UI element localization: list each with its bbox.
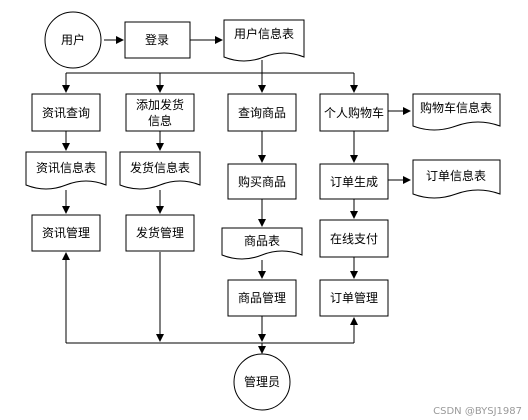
cart-table-label: 购物车信息表	[420, 100, 492, 115]
online-pay-node: 在线支付	[319, 219, 389, 258]
login-node: 登录	[124, 21, 191, 59]
user-table-node: 用户信息表	[223, 19, 305, 62]
login-label: 登录	[145, 32, 169, 47]
admin-node: 管理员	[233, 353, 291, 411]
personal-cart-label: 个人购物车	[324, 105, 384, 120]
goods-table-label: 商品表	[244, 233, 280, 248]
add-shipping-label-line2: 信息	[148, 113, 172, 128]
buy-goods-label: 购买商品	[238, 174, 286, 189]
news-table-node: 资讯信息表	[25, 151, 107, 190]
news-table-label: 资讯信息表	[36, 160, 96, 175]
online-pay-label: 在线支付	[330, 232, 378, 246]
connectors	[62, 36, 411, 354]
order-table-node: 订单信息表	[412, 159, 501, 199]
admin-label: 管理员	[244, 374, 280, 389]
user-label: 用户	[61, 32, 85, 47]
cart-table-node: 购物车信息表	[412, 93, 501, 131]
shipping-table-label: 发货信息表	[130, 160, 190, 175]
add-shipping-node: 添加发货 信息	[125, 93, 195, 132]
goods-table-node: 商品表	[221, 227, 303, 260]
order-create-node: 订单生成	[319, 163, 389, 200]
order-manage-label: 订单管理	[330, 290, 378, 305]
news-query-label: 资讯查询	[42, 106, 90, 120]
add-shipping-label-line1: 添加发货	[136, 97, 184, 112]
user-table-label: 用户信息表	[234, 26, 294, 41]
shipping-manage-node: 发货管理	[125, 214, 195, 252]
goods-manage-label: 商品管理	[238, 290, 286, 305]
news-manage-node: 资讯管理	[31, 214, 101, 252]
buy-goods-node: 购买商品	[227, 163, 297, 200]
user-node: 用户	[44, 11, 102, 69]
goods-manage-node: 商品管理	[227, 279, 297, 317]
query-goods-node: 查询商品	[227, 93, 297, 132]
personal-cart-node: 个人购物车	[319, 93, 389, 132]
watermark: CSDN @BYSJ1987	[433, 406, 522, 417]
news-query-node: 资讯查询	[31, 93, 101, 132]
shipping-manage-label: 发货管理	[136, 225, 184, 240]
order-table-label: 订单信息表	[426, 168, 486, 183]
order-create-label: 订单生成	[330, 175, 378, 189]
news-manage-label: 资讯管理	[42, 225, 90, 240]
shipping-table-node: 发货信息表	[119, 151, 201, 190]
order-manage-node: 订单管理	[319, 279, 389, 317]
query-goods-label: 查询商品	[238, 105, 286, 120]
